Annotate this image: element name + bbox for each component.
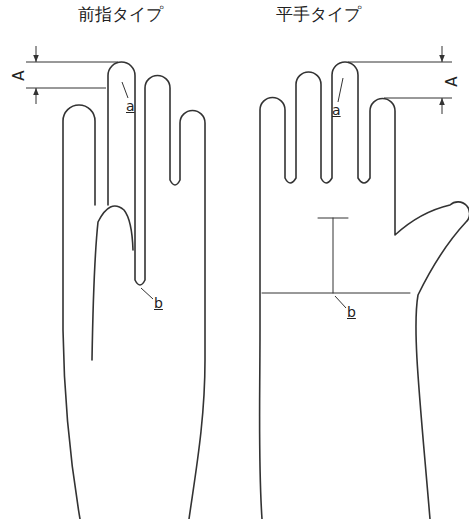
measure-line: [318, 218, 348, 293]
glove-outline: [108, 62, 205, 519]
leader-line: [122, 82, 128, 98]
dimension-label: A: [445, 76, 460, 86]
callout-letter: a: [126, 99, 135, 113]
leader-line: [141, 288, 153, 299]
dimension-arrow: [442, 98, 443, 114]
leader-line: [338, 78, 343, 102]
dimension-arrow: [36, 46, 37, 62]
dimension-line: [26, 62, 118, 88]
glove-outline: [63, 105, 95, 519]
callout-letter: a: [332, 103, 341, 117]
figure-title: 前指タイプ: [78, 6, 163, 23]
leader-line: [335, 296, 346, 308]
dimension-line: [348, 62, 452, 98]
dimension-arrow: [36, 88, 37, 104]
dimension-arrow: [442, 46, 443, 62]
dimension-label: A: [12, 70, 27, 80]
palm-line: [262, 293, 410, 294]
figure-title: 平手タイプ: [276, 6, 361, 23]
glove-outline: [260, 62, 469, 519]
callout-letter: b: [154, 296, 163, 310]
thumb-outline: [92, 206, 133, 360]
callout-letter: b: [347, 305, 356, 319]
